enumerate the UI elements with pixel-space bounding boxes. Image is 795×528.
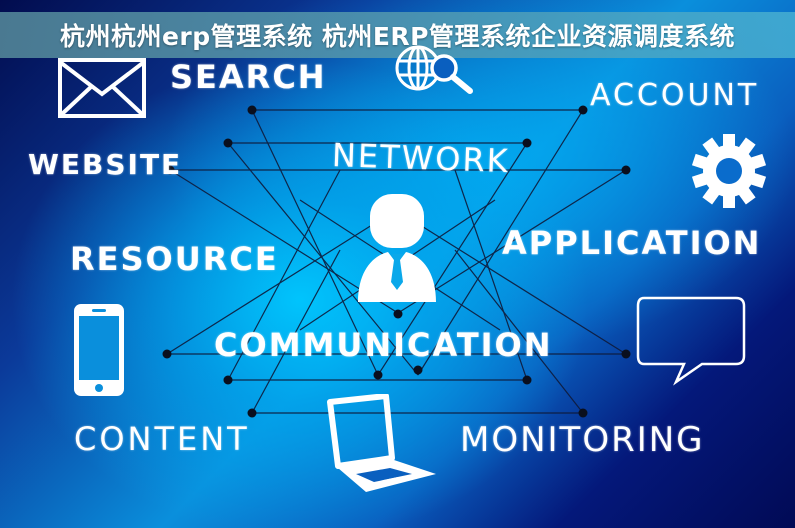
laptop-icon xyxy=(327,394,436,492)
word-resource: Resource xyxy=(70,240,279,278)
smartphone-icon xyxy=(74,304,124,396)
word-monitoring: Monitoring xyxy=(460,420,705,460)
word-content: Content xyxy=(74,420,250,458)
gear-icon xyxy=(691,134,767,208)
word-website: Website xyxy=(28,148,183,181)
envelope-icon xyxy=(58,58,146,118)
word-account: Account xyxy=(590,78,760,113)
word-application: Application xyxy=(502,224,762,262)
speech-bubble-icon xyxy=(636,296,746,386)
word-communication: Communication xyxy=(214,326,553,364)
word-network: Network xyxy=(331,136,511,181)
banner-title: 杭州杭州erp管理系统 杭州ERP管理系统企业资源调度系统 xyxy=(59,22,736,51)
globe-search-icon xyxy=(395,45,473,94)
word-search: Search xyxy=(170,58,327,96)
title-banner: 杭州杭州erp管理系统 杭州ERP管理系统企业资源调度系统 xyxy=(0,12,795,58)
person-icon xyxy=(358,194,436,302)
